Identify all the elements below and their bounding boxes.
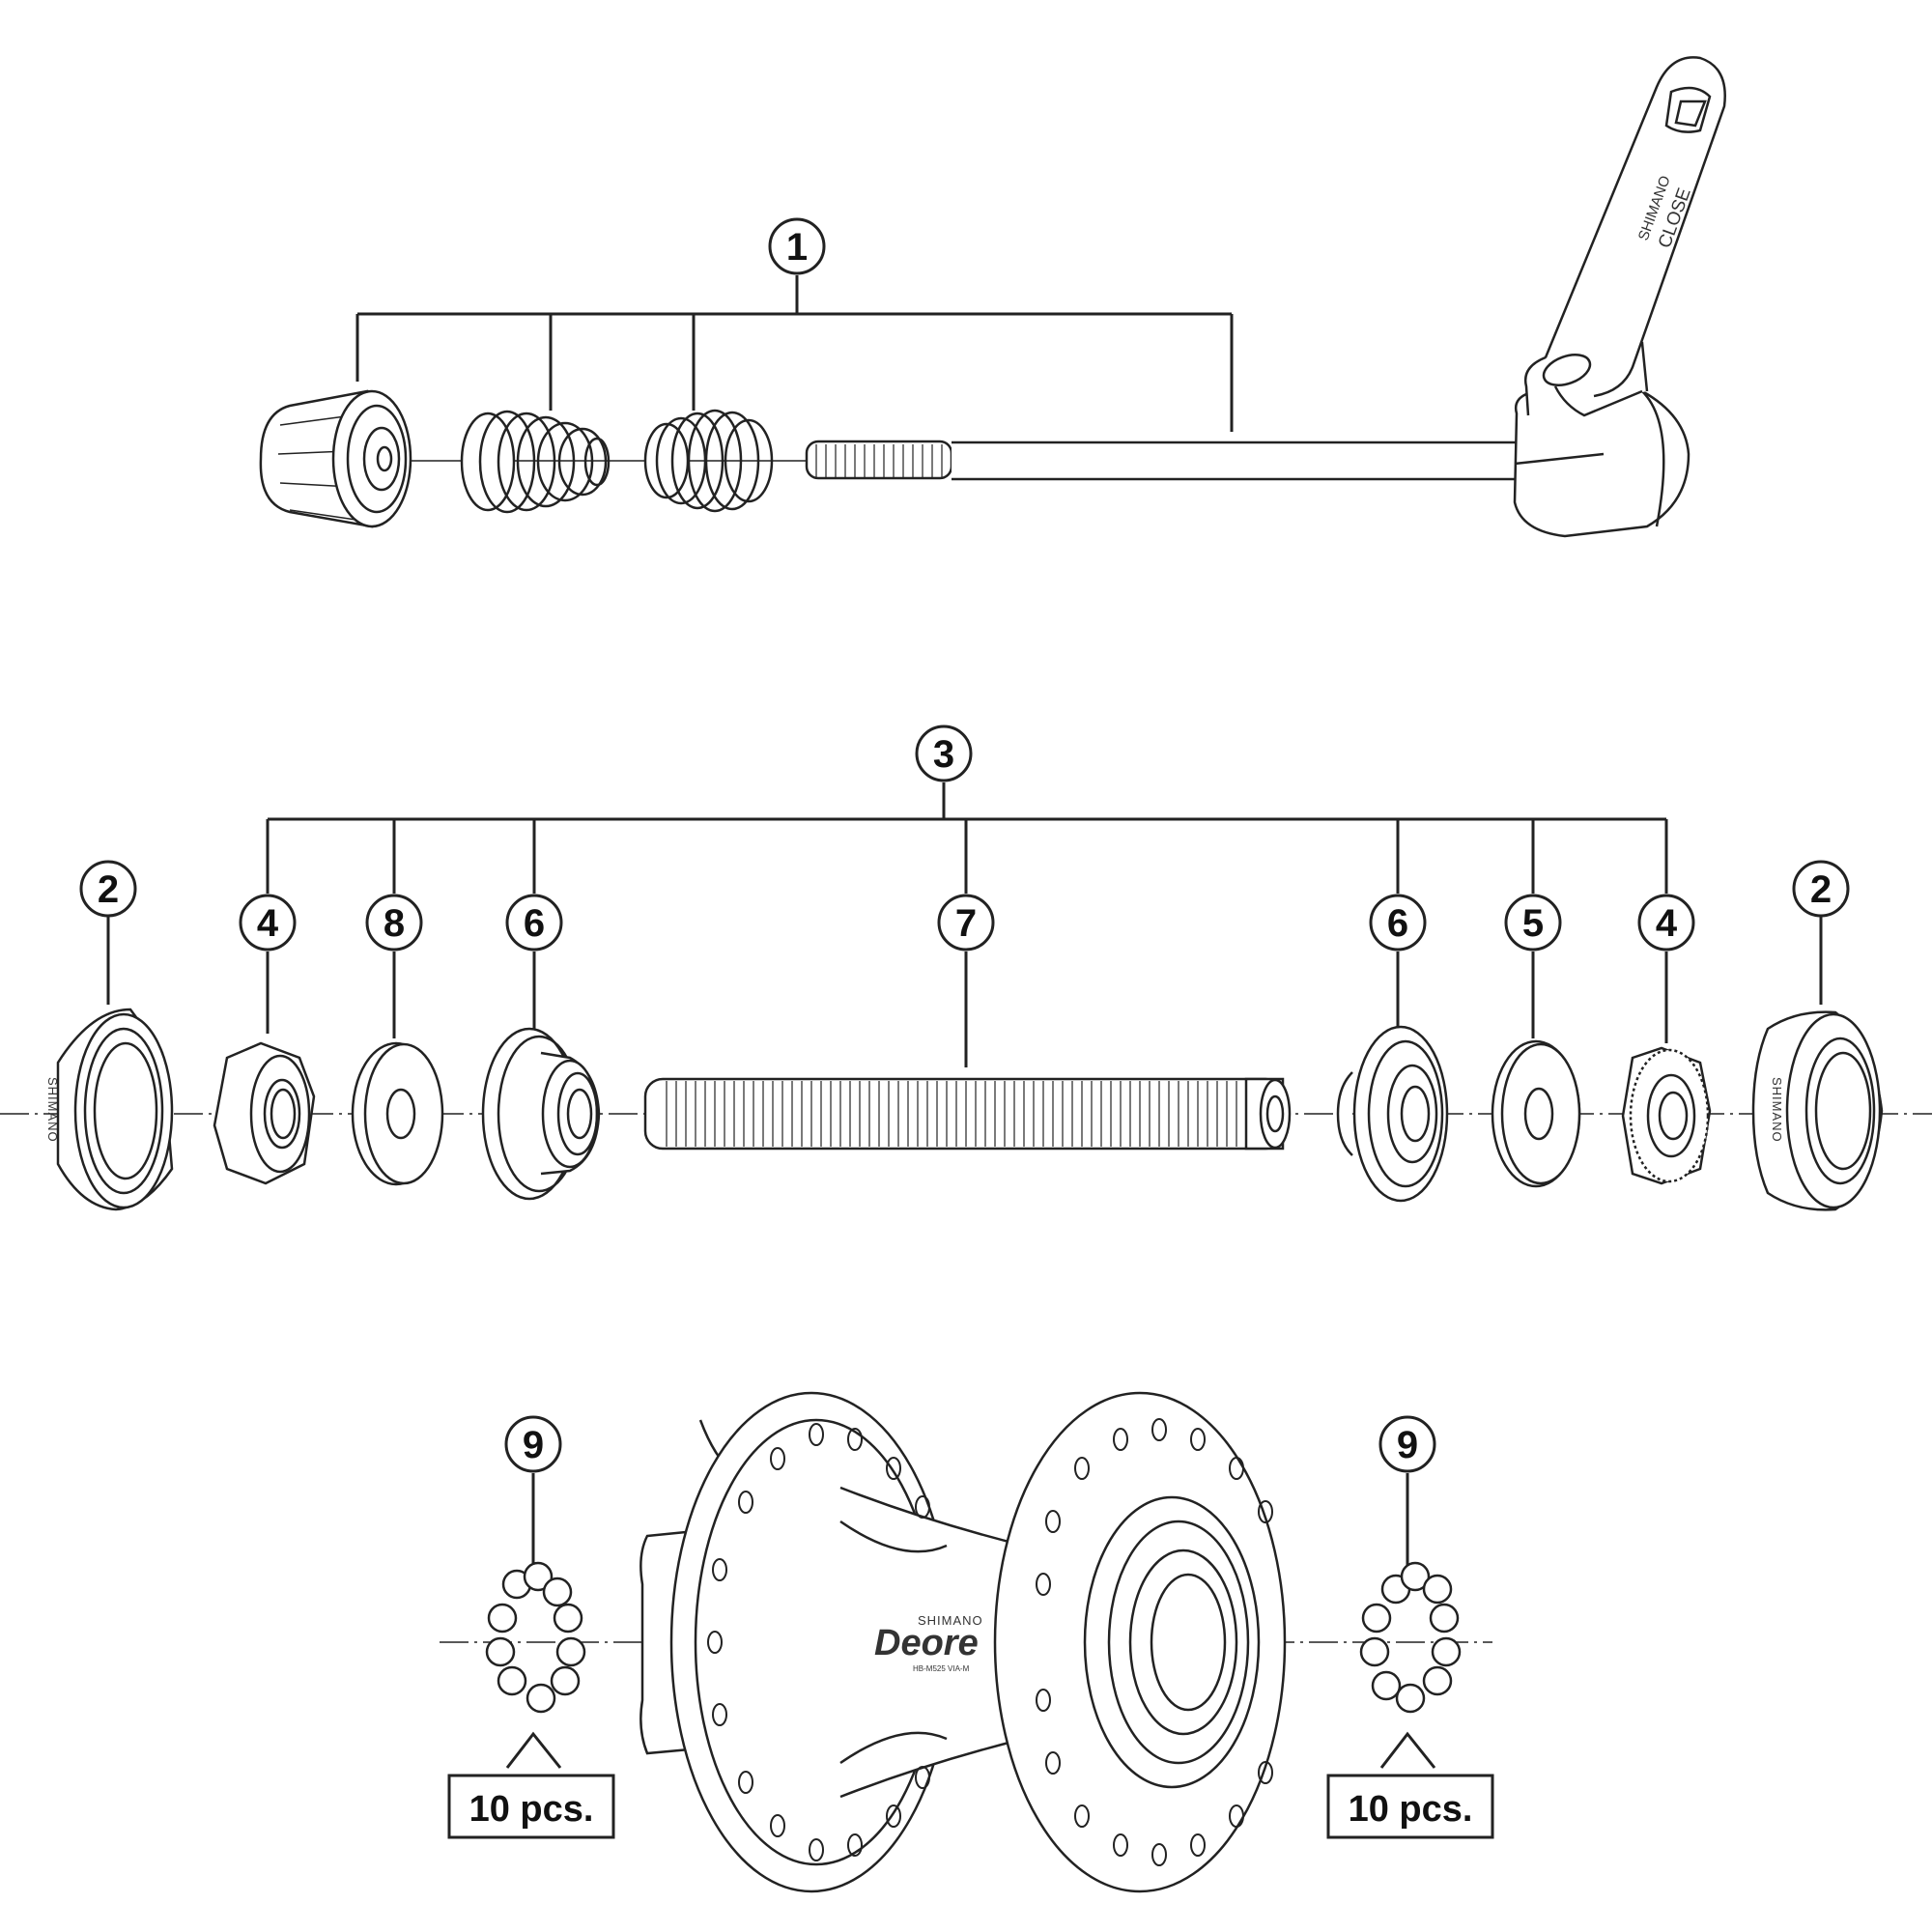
callout-6-left-label: 6 (524, 902, 545, 945)
hub-brand-model: Deore (874, 1623, 979, 1663)
callout-8: 8 (365, 894, 423, 952)
callout-4-right: 4 (1637, 894, 1695, 952)
qr-skewer-rod (805, 440, 1519, 481)
callout-2-right: 2 (1792, 860, 1850, 918)
callout-6-right: 6 (1369, 894, 1427, 952)
ball-bearings-left (485, 1561, 586, 1714)
callout-2-left: 2 (79, 860, 137, 918)
callout-9-left-label: 9 (523, 1424, 544, 1466)
hub-axle (643, 1077, 1292, 1151)
qty-box-right (1326, 1774, 1494, 1839)
callout-4-right-label: 4 (1656, 902, 1678, 945)
callout-4-left-label: 4 (257, 902, 279, 945)
callout-bracket-3 (266, 782, 1668, 894)
qr-adjusting-nut (259, 389, 412, 528)
qr-spring-right (643, 409, 774, 513)
callout-bracket-1 (355, 275, 1234, 432)
callout-3-label: 3 (933, 733, 954, 776)
spoke-holes-left (707, 1423, 930, 1861)
lock-nut-left-brand: SHIMANO (45, 1077, 60, 1143)
qr-cam-lever (1513, 56, 1726, 538)
callout-7-label: 7 (955, 902, 977, 945)
washer-right (1491, 1039, 1581, 1188)
callout-1: 1 (768, 217, 826, 275)
callout-2-right-label: 2 (1810, 868, 1832, 911)
quick-release-group: SHIMANO CLOSE (259, 56, 1726, 538)
callout-4-left: 4 (239, 894, 297, 952)
qty-box-left (447, 1774, 615, 1839)
callout-6-left: 6 (505, 894, 563, 952)
lock-nut-right-brand: SHIMANO (1770, 1077, 1784, 1143)
callout-9-right-label: 9 (1397, 1424, 1418, 1466)
serrated-nut-right (1621, 1046, 1712, 1185)
callout-6-right-label: 6 (1387, 902, 1408, 945)
axle-leader-lines (106, 913, 1823, 1067)
cone-nut-left (213, 1041, 316, 1185)
qty-label-right: 10 pcs. (1349, 1789, 1473, 1830)
cone-left (481, 1027, 601, 1201)
callout-8-label: 8 (384, 902, 405, 945)
lock-nut-right (1751, 1010, 1884, 1211)
callout-2-left-label: 2 (98, 868, 119, 911)
hub-body-group (440, 1391, 1494, 1893)
qty-label-left: 10 pcs. (469, 1789, 594, 1830)
callout-3: 3 (915, 724, 973, 782)
hub-shell (639, 1391, 1287, 1893)
qr-spring-left (460, 410, 611, 514)
lock-nut-left (56, 1008, 174, 1211)
callout-1-label: 1 (786, 226, 808, 269)
axle-assembly-group: SHIMANO (0, 782, 1932, 1211)
cone-right (1336, 1025, 1449, 1203)
spoke-holes-right (1036, 1418, 1273, 1866)
hub-brand-maker: SHIMANO (918, 1613, 983, 1628)
hub-brand-code: HB-M525 VIA-M (913, 1664, 970, 1673)
callout-9-left: 9 (504, 1415, 562, 1473)
ball-bearings-right (1359, 1561, 1462, 1714)
spacer-washer-left (351, 1041, 444, 1186)
callout-5: 5 (1504, 894, 1562, 952)
callout-9-right: 9 (1378, 1415, 1436, 1473)
callout-7: 7 (937, 894, 995, 952)
callout-5-label: 5 (1522, 902, 1544, 945)
